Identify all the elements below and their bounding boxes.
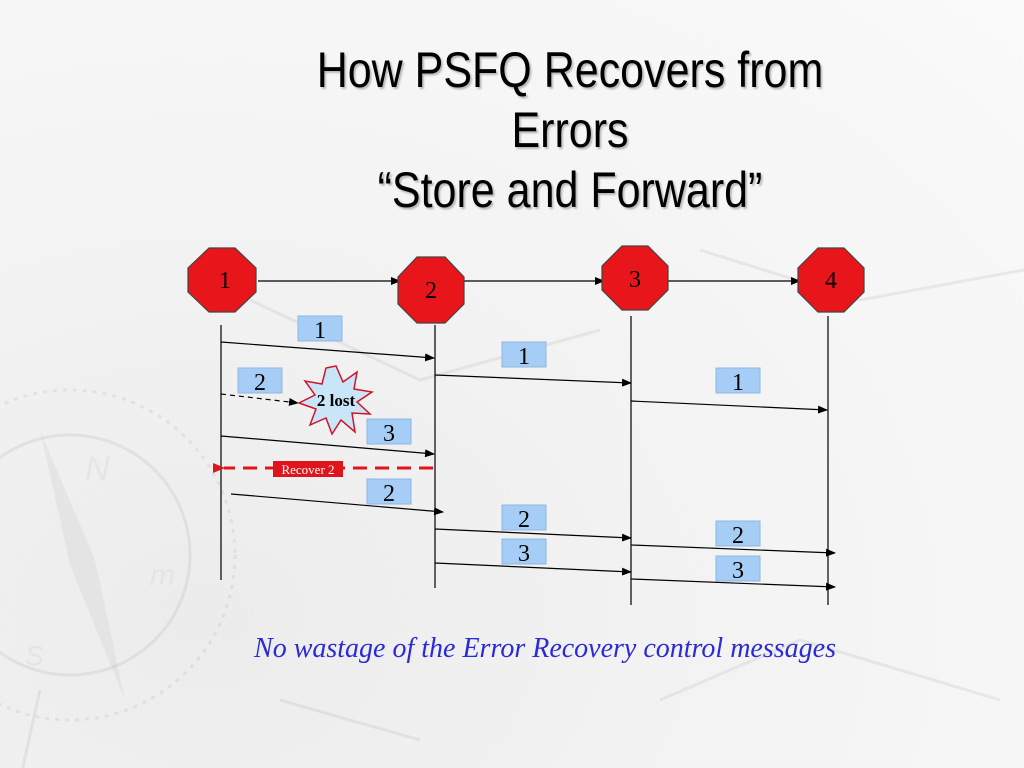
recover-label-box: Recover 2 [273,461,343,477]
packet-box: 1 [501,341,547,370]
msg-2-3-p1 [434,374,632,387]
packet-box: 3 [715,555,761,584]
node-label: 1 [219,268,231,294]
packet-box: 2 [366,478,412,507]
msg-3-4-p3 [630,578,836,591]
svg-text:3: 3 [383,421,395,447]
node-label: 4 [825,268,837,294]
node-label: 2 [425,278,437,304]
msg-2-3-p2 [434,528,632,542]
svg-text:2: 2 [518,507,530,533]
msg-1-2-p1 [220,341,435,362]
msg-1-2-p3 [220,435,435,458]
svg-text:2: 2 [383,481,395,507]
title-line-3: “Store and Forward” [377,162,763,218]
msg-3-4-p2 [630,544,836,557]
svg-text:m: m [150,559,175,592]
svg-text:1: 1 [518,344,530,370]
packet-box: 2 [715,520,761,549]
packet-box: 1 [715,367,761,396]
title-line-1: How PSFQ Recovers from [316,42,824,98]
node-4: 4 [797,247,865,313]
slide-title: How PSFQ Recovers from Errors “Store and… [226,40,914,220]
lost-label: 2 lost [317,391,356,410]
svg-text:1: 1 [314,318,326,344]
svg-text:3: 3 [732,558,744,584]
msg-2-3-p3 [434,562,632,576]
recover-label: Recover 2 [281,462,334,477]
msg-1-2-retx [230,493,444,516]
msg-3-4-p1 [630,400,828,414]
svg-text:1: 1 [732,370,744,396]
packet-box: 1 [297,315,343,344]
svg-text:N: N [85,450,110,488]
node-label: 3 [629,267,641,293]
svg-text:3: 3 [518,541,530,567]
packet-box: 3 [366,418,412,447]
packet-box: 3 [501,538,547,567]
svg-text:2: 2 [254,370,266,396]
svg-text:2: 2 [732,523,744,549]
packet-box: 2 [501,504,547,533]
lost-starburst: 2 lost [297,365,374,436]
caption: No wastage of the Error Recovery control… [254,633,836,664]
svg-text:S: S [25,640,44,671]
node-2: 2 [397,256,465,324]
node-3: 3 [601,245,669,311]
title-line-2: Errors [511,102,629,158]
node-1: 1 [187,247,257,313]
msg-1-2-p2-lost [220,393,299,406]
packet-box: 2 [237,367,283,396]
